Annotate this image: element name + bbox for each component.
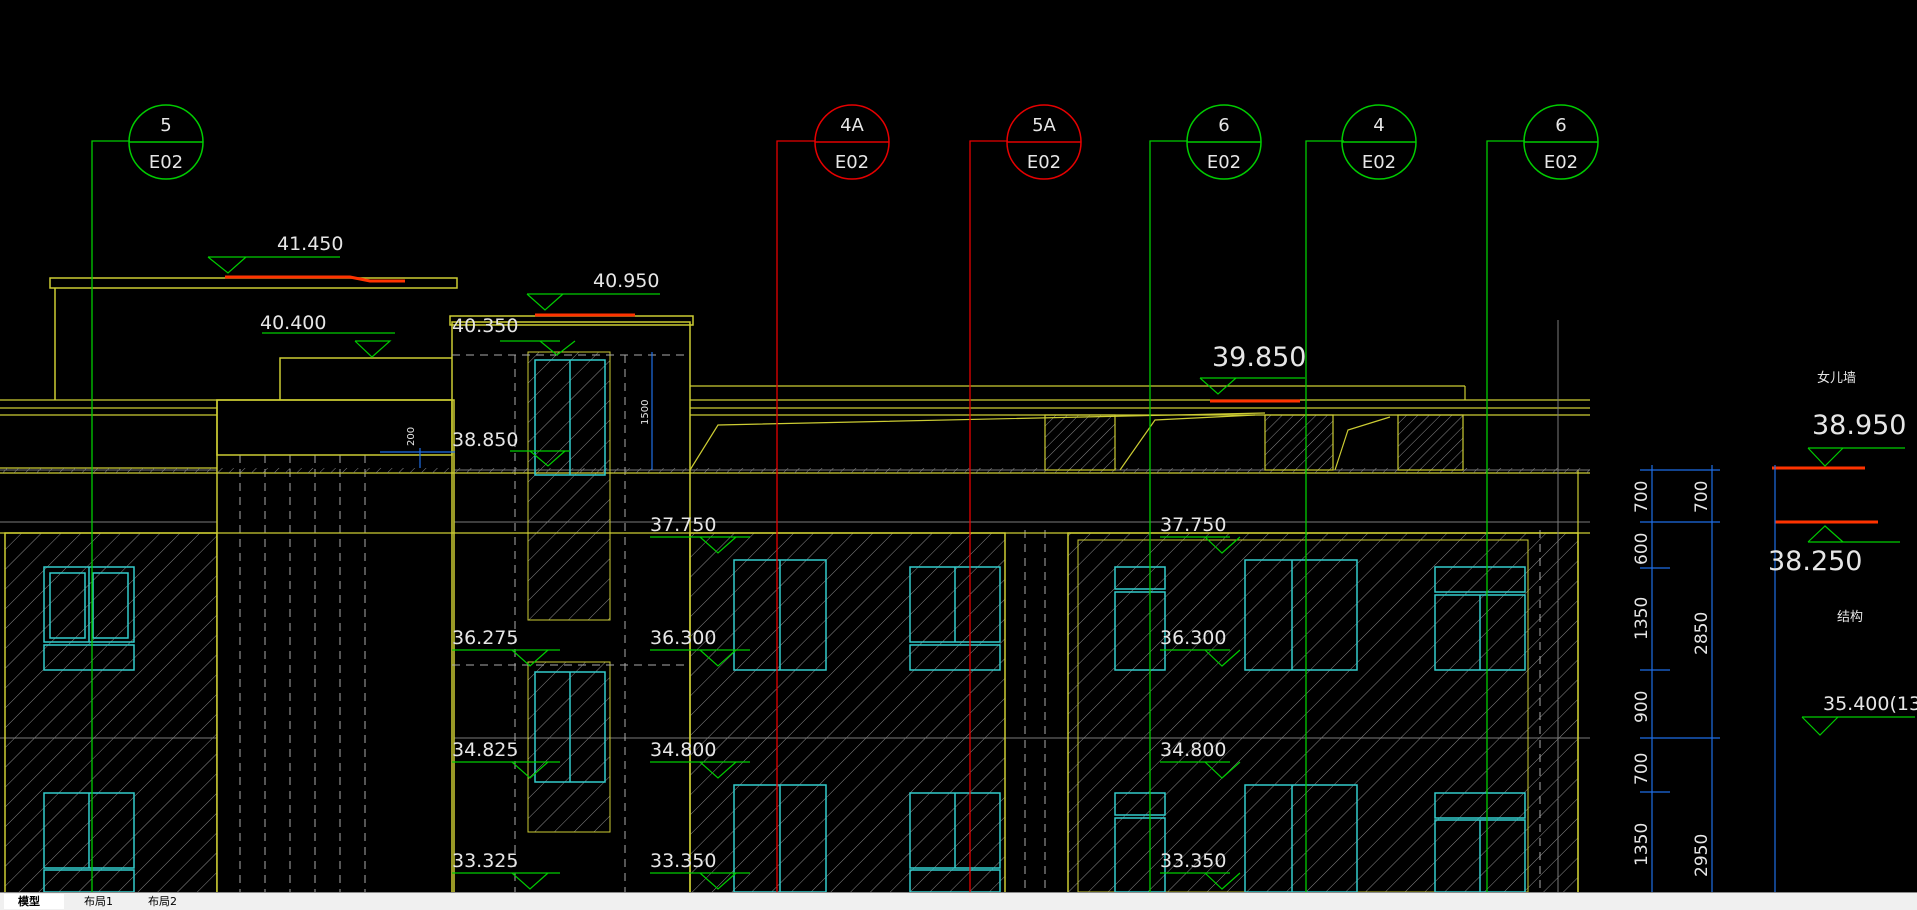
svg-text:1350: 1350: [1632, 823, 1652, 866]
elev-38850: 38.850: [452, 429, 518, 451]
svg-text:E02: E02: [149, 152, 183, 173]
dim-1500: 1500: [640, 400, 651, 425]
svg-text:E02: E02: [1362, 152, 1396, 173]
section-marker-3: 5A E02: [1006, 104, 1082, 180]
elev-40350: 40.350: [452, 315, 518, 337]
elev-33350-a: 33.350: [650, 850, 716, 872]
section-marker-4: 6 E02: [1186, 104, 1262, 180]
right-dims: 700 600 1350 900 700 1350 700 2850 2950: [1632, 481, 1712, 877]
stair-dashes: [217, 454, 454, 892]
wall-left: [4, 532, 218, 894]
elev-36300-b: 36.300: [1160, 627, 1226, 649]
svg-text:E02: E02: [1207, 152, 1241, 173]
svg-text:2850: 2850: [1692, 612, 1712, 655]
windows: [43, 359, 1526, 893]
svg-text:700: 700: [1632, 753, 1652, 785]
elev-40400: 40.400: [260, 312, 326, 334]
svg-text:2950: 2950: [1692, 834, 1712, 877]
elev-34800-a: 34.800: [650, 739, 716, 761]
elev-38950: 38.950: [1812, 410, 1906, 441]
svg-text:4: 4: [1373, 115, 1384, 136]
svg-text:600: 600: [1632, 533, 1652, 565]
section-marker-1: 5 E02: [128, 104, 204, 180]
svg-text:5A: 5A: [1032, 115, 1056, 136]
tab-layout1[interactable]: 布局1: [84, 895, 113, 908]
elevation-symbols: [207, 256, 1915, 890]
elev-34825: 34.825: [452, 739, 518, 761]
section-lines: [91, 140, 1525, 892]
layout-tab-bar: 模型 布局1 布局2: [0, 892, 1917, 910]
svg-text:4A: 4A: [840, 115, 864, 136]
svg-text:5: 5: [160, 115, 171, 136]
section-marker-6: 6 E02: [1523, 104, 1599, 180]
elev-38250: 38.250: [1768, 546, 1862, 577]
dim-200: 200: [406, 427, 417, 446]
elev-36275: 36.275: [452, 627, 518, 649]
elev-40950: 40.950: [593, 270, 659, 292]
section-marker-2: 4A E02: [814, 104, 890, 180]
svg-text:700: 700: [1692, 481, 1712, 513]
elevation-labels: 41.450 40.950 40.400 40.350 38.850 39.85…: [260, 233, 1917, 872]
elev-34800-b: 34.800: [1160, 739, 1226, 761]
svg-text:E02: E02: [1027, 152, 1061, 173]
svg-text:E02: E02: [1544, 152, 1578, 173]
elev-39850: 39.850: [1212, 342, 1306, 373]
elev-36300-a: 36.300: [650, 627, 716, 649]
elev-41450: 41.450: [277, 233, 343, 255]
elev-33350-b: 33.350: [1160, 850, 1226, 872]
svg-text:700: 700: [1632, 481, 1652, 513]
svg-text:E02: E02: [835, 152, 869, 173]
svg-text:6: 6: [1555, 115, 1566, 136]
tab-layout2[interactable]: 布局2: [148, 895, 177, 908]
section-marker-5: 4 E02: [1341, 104, 1417, 180]
svg-text:6: 6: [1218, 115, 1229, 136]
svg-text:1350: 1350: [1632, 597, 1652, 640]
label-structure: 结构: [1837, 610, 1863, 625]
elev-35400: 35.400(13: [1823, 693, 1917, 715]
svg-text:900: 900: [1632, 691, 1652, 723]
tab-model[interactable]: 模型: [4, 894, 64, 909]
wall-right: [1067, 532, 1579, 894]
wall-center: [689, 532, 1006, 894]
elev-33325: 33.325: [452, 850, 518, 872]
label-parapet: 女儿墙: [1817, 370, 1856, 386]
stair-column: [216, 399, 455, 894]
elev-37750-b: 37.750: [1160, 514, 1226, 536]
elev-37750-a: 37.750: [650, 514, 716, 536]
